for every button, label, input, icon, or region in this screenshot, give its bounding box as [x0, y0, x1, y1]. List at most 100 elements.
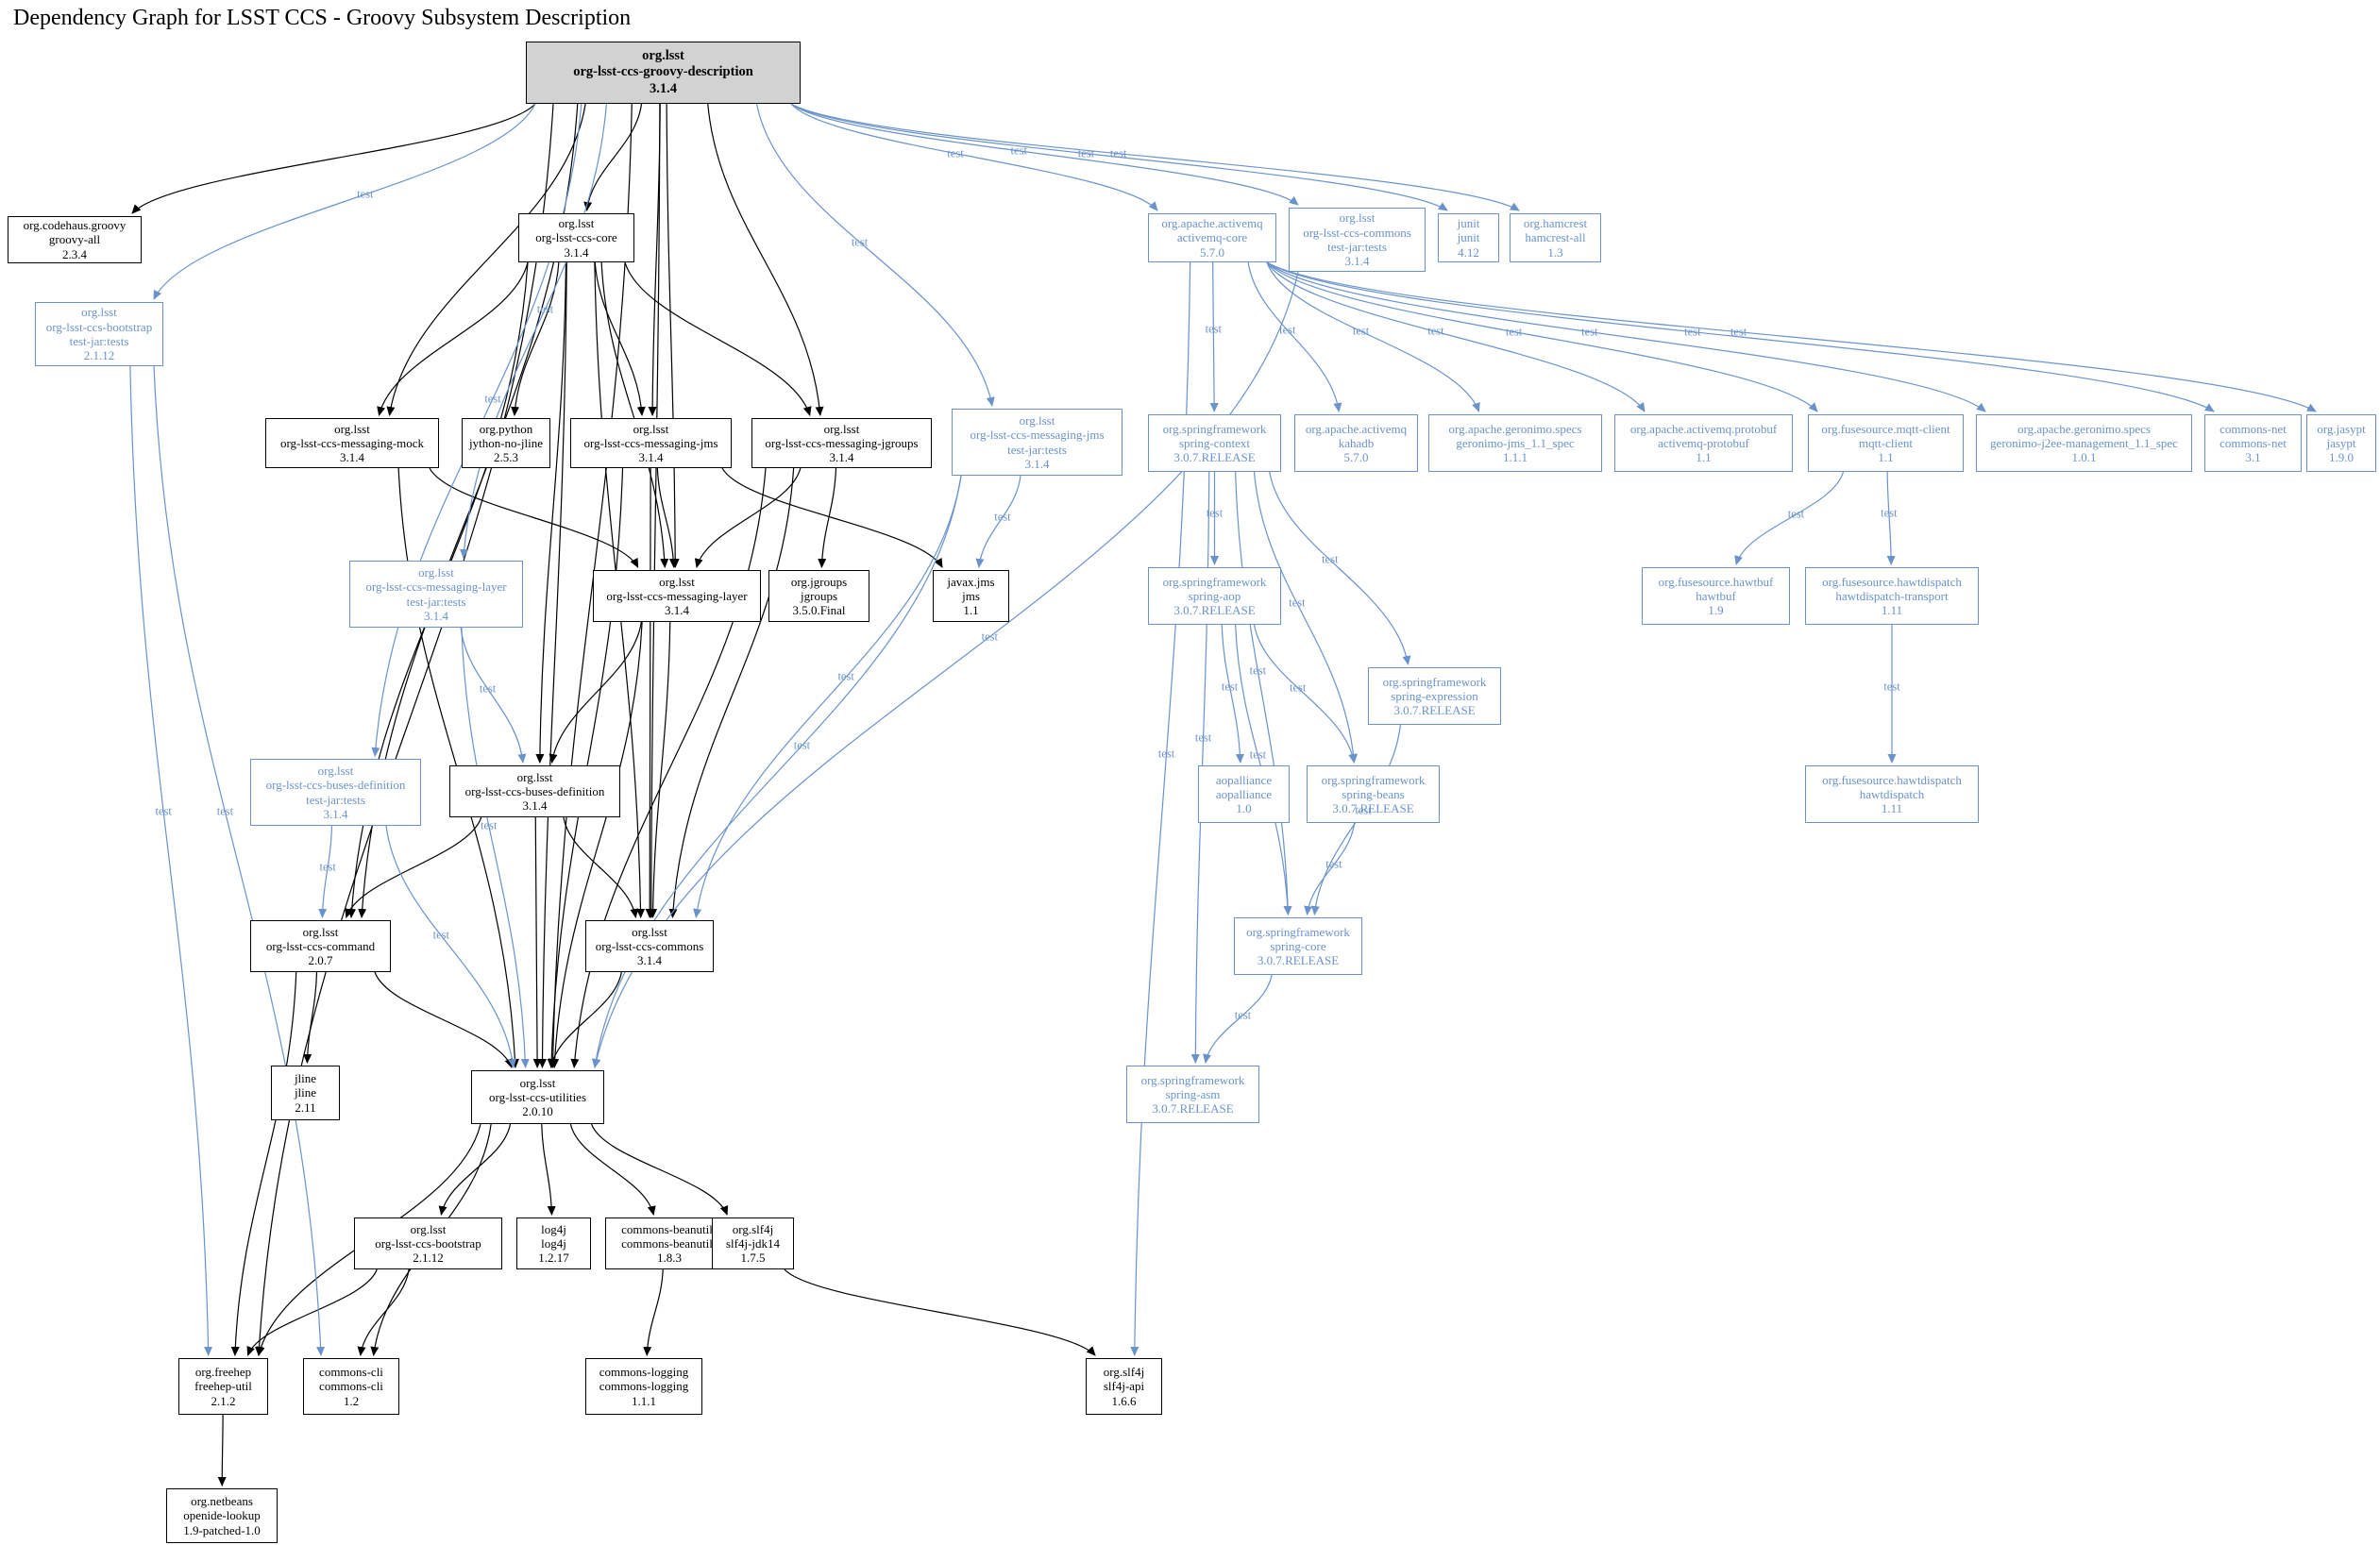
node-label-line: commons-cli	[319, 1379, 383, 1394]
node-label-line: commons-beanutils	[621, 1221, 717, 1236]
edge-buses-definition-tests--ccs-command	[318, 825, 333, 918]
node-label-line: org.freehep	[194, 1365, 252, 1379]
node-label-line: org.lsst	[1339, 210, 1376, 226]
node-label-line: groovy-all	[48, 232, 101, 247]
node-label-line: test-jar:tests	[69, 334, 129, 348]
node-label-line: 3.0.7.RELEASE	[1152, 1101, 1234, 1117]
edge-messaging-layer--ccs-commons	[649, 621, 671, 918]
node-label-line: org.lsst	[642, 48, 684, 64]
node-label-line: org-lsst-ccs-command	[265, 938, 376, 953]
edge-root--ccs-commons	[647, 103, 661, 918]
node-label-line: org-lsst-ccs-messaging-jgroups	[765, 435, 919, 450]
edge-activemq-core--geronimo-j2ee	[1266, 261, 1986, 412]
node-label-line: spring-context	[1178, 435, 1251, 450]
node-label-line: kahadb	[1338, 435, 1375, 450]
node-label-line: 1.3	[1547, 244, 1563, 260]
node-label-line: org.springframework	[1162, 421, 1267, 436]
node-label-line: org.lsst	[519, 1075, 556, 1090]
node-label-line: mqtt-client	[1858, 435, 1914, 450]
node-label-line: 2.11	[295, 1100, 316, 1115]
edge-ccs-bootstrap--commons-cli	[357, 1268, 410, 1356]
edge-ccs-commons--ccs-utilities	[548, 971, 622, 1068]
edge-activemq-core--mqtt-client	[1266, 261, 1818, 412]
node-label-line: 1.0	[1236, 801, 1252, 816]
edge-messaging-jgroups--ccs-commons	[668, 467, 795, 918]
edge-commons-beanutils--commons-logging	[643, 1268, 664, 1356]
node-label-line: org-lsst-ccs-bootstrap	[375, 1235, 481, 1251]
node-label-line: org-lsst-ccs-messaging-layer	[365, 579, 507, 595]
node-label-line: 3.0.7.RELEASE	[1393, 703, 1476, 718]
node-label-line: org.apache.geronimo.specs	[2017, 421, 2151, 436]
node-label-line: 3.1.4	[638, 450, 664, 465]
edge-ccs-command--ccs-utilities	[374, 971, 514, 1068]
node-label-line: 1.9.0	[2329, 450, 2354, 465]
node-label-line: 2.5.3	[494, 450, 518, 465]
node-label-line: org.apache.geronimo.specs	[1448, 421, 1582, 436]
node-label-line: org.hamcrest	[1523, 216, 1588, 230]
node-label-line: org.slf4j	[732, 1221, 774, 1236]
edge-root--messaging-jgroups	[707, 103, 824, 416]
node-label-line: org.springframework	[1321, 772, 1426, 787]
node-label-line: jasypt	[2326, 435, 2356, 450]
node-label-line: geronimo-jms_1.1_spec	[1456, 435, 1575, 450]
edge-root--junit	[790, 103, 1448, 211]
node-label-line: org-lsst-ccs-messaging-mock	[279, 435, 425, 450]
node-label-line: org.lsst	[1019, 412, 1055, 428]
edge-mqtt-client--hawtbuf	[1734, 471, 1845, 565]
node-label-line: javax.jms	[947, 574, 995, 589]
node-label-line: jms	[962, 588, 980, 603]
node-label-line: 1.8.3	[657, 1251, 682, 1266]
edge-root--messaging-layer-tests	[460, 103, 607, 559]
node-label-line: org-lsst-ccs-buses-definition	[265, 778, 406, 793]
node-label-line: test-jar:tests	[1327, 240, 1387, 254]
node-label-line: org-lsst-ccs-utilities	[488, 1089, 587, 1104]
node-label-line: jgroups	[801, 588, 837, 603]
node-label-line: org-lsst-ccs-commons	[595, 938, 704, 953]
node-label-line: 3.0.7.RELEASE	[1332, 801, 1414, 816]
node-label-line: 1.1.1	[1503, 450, 1528, 465]
node-label-line: 1.1	[1696, 450, 1712, 465]
node-label-line: 3.1.4	[1024, 456, 1050, 471]
node-label-line: org.lsst	[659, 574, 695, 589]
edge-spring-aop--spring-beans	[1253, 624, 1358, 764]
edge-ccs-core--buses-definition	[535, 261, 567, 764]
node-label-line: 4.12	[1458, 244, 1479, 260]
node-label-line: hawtbuf	[1696, 588, 1736, 603]
edge-activemq-core--spring-context	[1209, 261, 1219, 412]
edge-root--bootstrap-tests	[153, 103, 536, 300]
edge-ccs-utilities--commons-beanutils	[569, 1123, 656, 1216]
edge-ccs-utilities--ccs-bootstrap	[438, 1123, 512, 1216]
edge-ccs-core--jython	[511, 261, 560, 416]
edge-ccs-utilities--log4j	[541, 1123, 556, 1216]
node-label-line: org-lsst-ccs-bootstrap	[45, 319, 153, 334]
node-label-line: 1.9	[1708, 603, 1724, 618]
node-label-line: test-jar:tests	[306, 792, 365, 807]
node-label-line: aopalliance	[1215, 786, 1273, 801]
node-label-line: 3.1.4	[829, 450, 854, 465]
node-label-line: hamcrest-all	[1525, 230, 1586, 245]
node-label-line: org-lsst-ccs-messaging-jms	[970, 428, 1105, 443]
node-label-line: commons-net	[2220, 435, 2287, 450]
node-label-line: 1.2	[343, 1393, 360, 1408]
node-label-line: 3.0.7.RELEASE	[1173, 603, 1256, 618]
node-label-line: commons-logging	[599, 1379, 689, 1394]
